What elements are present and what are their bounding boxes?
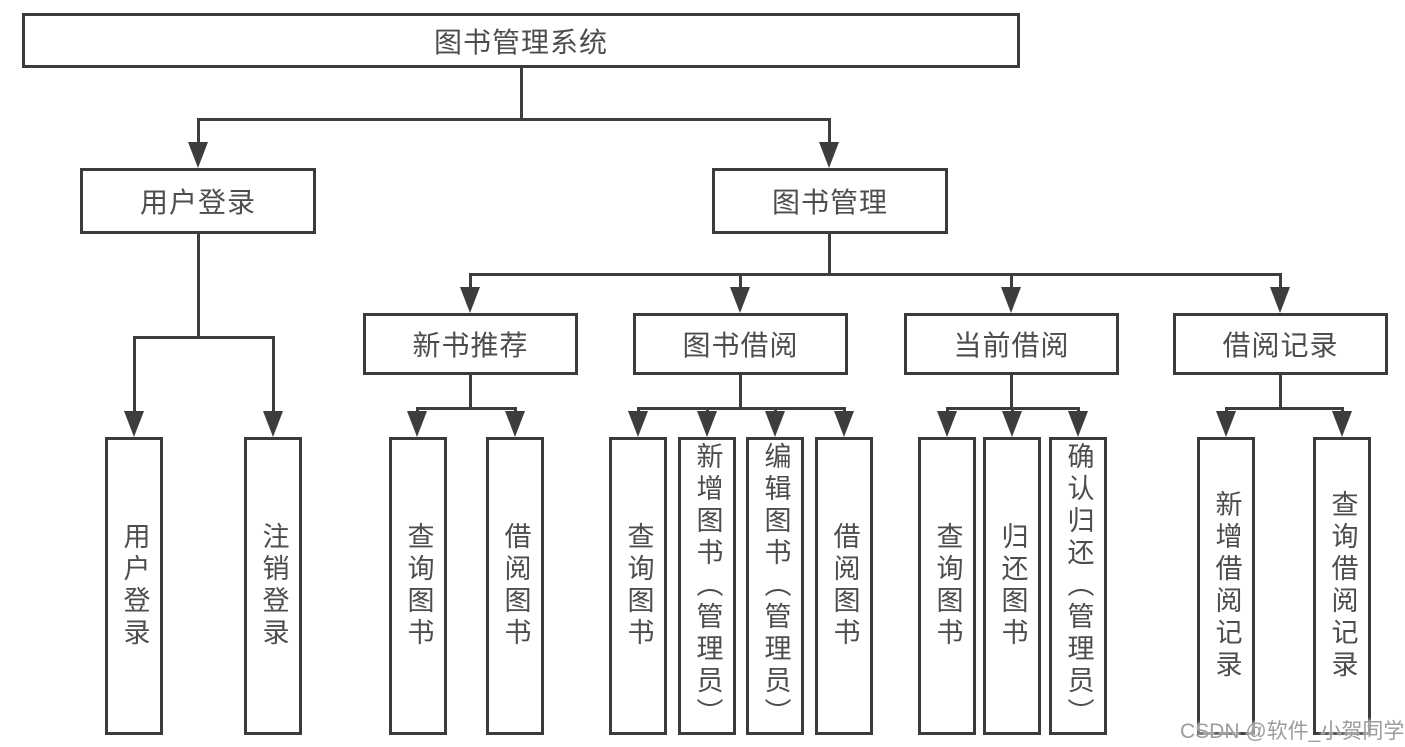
arrow-down [765, 411, 785, 437]
arrow-down [1001, 287, 1021, 313]
node-label: 用户登录 [119, 522, 150, 650]
node-label: 图书管理 [771, 187, 888, 218]
connector [828, 234, 831, 276]
connector [1225, 407, 1344, 410]
node-label: 图书管理系统 [433, 26, 608, 58]
node-label: 新增借阅记录 [1211, 490, 1242, 682]
node-label: 归还图书 [997, 522, 1028, 650]
connector [469, 375, 472, 409]
leaf-borrowing-borrow-books: 借阅图书 [815, 437, 873, 735]
connector [739, 375, 742, 409]
arrow-down [819, 142, 839, 168]
node-label: 编辑图书（管理员） [760, 442, 791, 730]
connector [197, 118, 831, 121]
connector [637, 407, 846, 410]
node-label: 注销登录 [258, 522, 289, 650]
node-label: 查询图书 [623, 522, 654, 650]
connector [828, 118, 831, 144]
connector [133, 336, 275, 339]
node-label: 当前借阅 [953, 330, 1070, 361]
connector [1010, 375, 1013, 409]
arrow-down [263, 411, 283, 437]
arrow-down [834, 411, 854, 437]
leaf-confirm-return-admin: 确认归还（管理员） [1049, 437, 1107, 735]
leaf-query-borrow-record: 查询借阅记录 [1313, 437, 1371, 735]
node-label: 查询图书 [932, 522, 963, 650]
arrow-down [730, 287, 750, 313]
leaf-current-query-books: 查询图书 [918, 437, 976, 735]
arrow-down [1332, 411, 1352, 437]
arrow-down [1270, 287, 1290, 313]
leaf-return-books: 归还图书 [983, 437, 1041, 735]
leaf-user-login: 用户登录 [105, 437, 163, 735]
connector [1010, 273, 1013, 291]
arrow-down [407, 411, 427, 437]
node-book-borrowing: 图书借阅 [633, 313, 848, 375]
connector [469, 273, 472, 291]
arrow-down [1002, 411, 1022, 437]
arrow-down [1216, 411, 1236, 437]
leaf-logout: 注销登录 [244, 437, 302, 735]
connector [197, 118, 200, 144]
node-label: 借阅图书 [500, 522, 531, 650]
node-book-management: 图书管理 [712, 168, 948, 234]
arrow-down [505, 411, 525, 437]
leaf-recommend-query-books: 查询图书 [389, 437, 447, 735]
node-label: 查询借阅记录 [1327, 490, 1358, 682]
node-label: 用户登录 [139, 187, 256, 218]
node-user-login: 用户登录 [80, 168, 316, 234]
node-label: 新增图书（管理员） [692, 442, 723, 730]
connector [1279, 375, 1282, 409]
node-label: 借阅记录 [1222, 330, 1339, 361]
connector [1279, 273, 1282, 291]
leaf-add-borrow-record: 新增借阅记录 [1197, 437, 1255, 735]
connector [416, 407, 517, 410]
node-library-management-system: 图书管理系统 [22, 13, 1020, 68]
leaf-edit-books-admin: 编辑图书（管理员） [746, 437, 804, 735]
node-label: 图书借阅 [682, 330, 799, 361]
node-label: 查询图书 [403, 522, 434, 650]
connector [520, 65, 523, 120]
node-label: 新书推荐 [412, 330, 529, 361]
leaf-borrowing-query-books: 查询图书 [609, 437, 667, 735]
connector [197, 234, 200, 338]
arrow-down [188, 142, 208, 168]
node-new-book-recommendation: 新书推荐 [363, 313, 578, 375]
arrow-down [628, 411, 648, 437]
arrow-down [937, 411, 957, 437]
connector [739, 273, 742, 291]
node-label: 借阅图书 [829, 522, 860, 650]
node-current-borrowing: 当前借阅 [904, 313, 1119, 375]
arrow-down [1068, 411, 1088, 437]
node-label: 确认归还（管理员） [1063, 442, 1094, 730]
connector [133, 336, 136, 414]
connector [272, 336, 275, 414]
arrow-down [460, 287, 480, 313]
leaf-add-books-admin: 新增图书（管理员） [678, 437, 736, 735]
csdn-watermark: CSDN @软件_小贺同学 [1180, 720, 1405, 743]
node-borrowing-records: 借阅记录 [1173, 313, 1388, 375]
arrow-down [124, 411, 144, 437]
connector [469, 273, 1282, 276]
leaf-recommend-borrow-books: 借阅图书 [486, 437, 544, 735]
arrow-down [697, 411, 717, 437]
